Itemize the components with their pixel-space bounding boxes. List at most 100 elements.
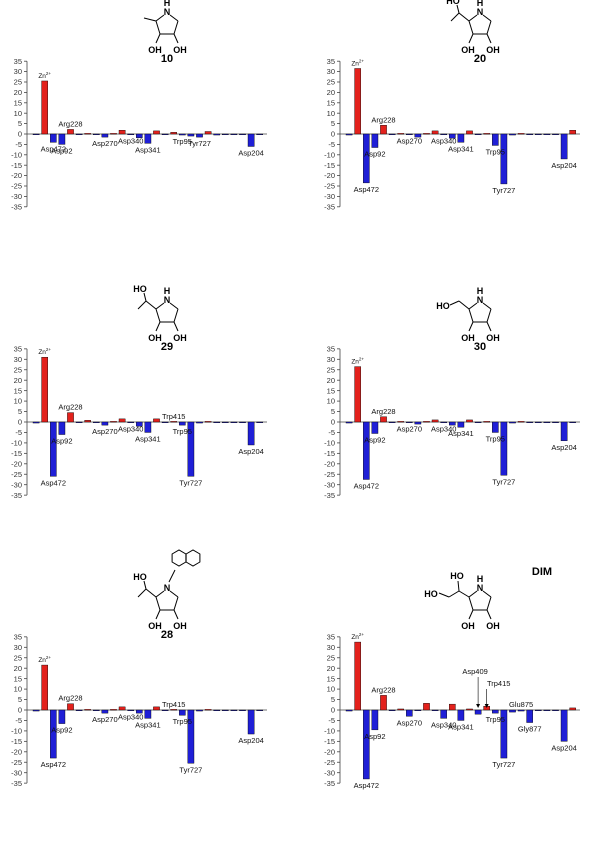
bar-negative [406,421,413,424]
ho-bond [449,300,460,306]
bar-negative [363,133,370,184]
bar-negative [474,709,482,715]
oh-bond [468,321,474,332]
nitrogen-atom-label: N [477,295,484,305]
y-tick-label: -15 [11,737,22,746]
zinc-symbol: Zn [351,634,359,641]
y-tick-label: -15 [11,449,22,458]
bar-negative [196,709,203,712]
bar-positive [397,133,405,135]
bar-positive [431,130,439,135]
y-tick-label: -25 [324,470,335,479]
bar-negative [509,709,516,713]
y-tick-label: 0 [18,706,22,715]
bar-positive [204,421,212,423]
residue-label: Tyr727 [492,477,515,486]
amine-hydrogen-label: H [164,286,171,296]
bar-negative [500,133,508,185]
amine-hydrogen-label: H [477,0,484,8]
compound-label: 29 [161,341,173,353]
bar-positive [170,709,178,711]
bar-negative [196,421,203,424]
ring-bond [486,596,492,611]
residue-label: Asp92 [364,435,385,444]
chart-panel-20: 35302520151050-5-10-15-20-25-30-35Zn2+Ar… [324,0,580,211]
zinc-label: Zn2+ [38,347,51,356]
bar-negative [256,709,264,712]
residue-label: Arg228 [371,115,395,124]
residue-label: Trp95 [486,434,505,443]
bar-negative [161,133,169,136]
residue-label: Asp204 [551,443,576,452]
bar-negative [543,421,551,424]
bar-positive [380,416,387,423]
y-tick-label: -15 [11,161,22,170]
y-tick-label: -15 [324,161,335,170]
bar-negative [127,421,134,424]
y-tick-label: -5 [15,716,22,725]
bar-positive [67,412,74,423]
y-tick-label: 25 [327,78,335,87]
side-chain-bond [448,590,460,598]
y-tick-label: -15 [324,449,335,458]
y-tick-label: -20 [11,171,22,180]
residue-label: Asp340 [431,425,456,434]
y-tick-label: 5 [18,407,22,416]
residue-label: Trp415 [162,412,186,421]
compound-label: 30 [474,341,486,353]
bar-positive [110,133,117,135]
bar-positive [110,709,117,711]
residue-label: Asp270 [92,427,117,436]
hydroxyl-label: OH [486,621,500,631]
nitrogen-atom-label: N [477,583,484,593]
bar-negative [256,421,264,424]
residue-label: Asp340 [118,425,143,434]
y-tick-label: 0 [331,706,335,715]
y-tick-label: 10 [327,109,335,118]
y-tick-label: 0 [18,130,22,139]
zinc-label: Zn2+ [38,655,51,664]
bar-negative [127,709,134,712]
bar-negative [230,133,238,136]
chart-panel-29: 35302520151050-5-10-15-20-25-30-35Zn2+Ar… [11,284,267,500]
bar-positive [41,357,48,423]
bar-negative [457,421,465,428]
side-chain-bond [458,300,470,310]
bar-negative [388,133,396,136]
bar-negative [371,421,379,434]
y-tick-label: 0 [331,418,335,427]
residue-label: Asp409 [462,667,487,676]
bar-positive [423,133,430,135]
y-tick-label: 35 [14,57,22,66]
ring-bond [169,590,179,598]
residue-label: Asp340 [431,137,456,146]
bar-negative [213,421,221,424]
oh-bond [468,33,474,44]
y-tick-label: 5 [331,695,335,704]
zinc-symbol: Zn [351,60,359,67]
y-tick-label: -20 [11,459,22,468]
bar-negative [75,133,83,136]
bar-negative [345,421,353,424]
bar-positive [517,421,525,423]
bar-negative [543,133,551,136]
aromatic-ring [171,549,187,567]
bar-negative [247,133,255,147]
y-tick-label: 30 [327,643,335,652]
oh-bond [155,33,161,44]
bar-negative [101,421,109,426]
side-hydroxyl-label: HO [133,284,147,294]
y-tick-label: -5 [328,140,335,149]
ring-bond [468,302,478,310]
zinc-label: Zn2+ [351,58,364,67]
side-hydroxyl-label: HO [436,301,450,311]
ring-bond [169,14,179,22]
bar-negative [526,421,533,424]
y-tick-label: 35 [327,57,335,66]
y-tick-label: -20 [11,747,22,756]
bar-positive [449,703,456,711]
oh-bond [173,609,179,620]
y-tick-label: -30 [11,480,22,489]
bar-positive [483,133,491,135]
residue-label: Trp95 [173,717,192,726]
